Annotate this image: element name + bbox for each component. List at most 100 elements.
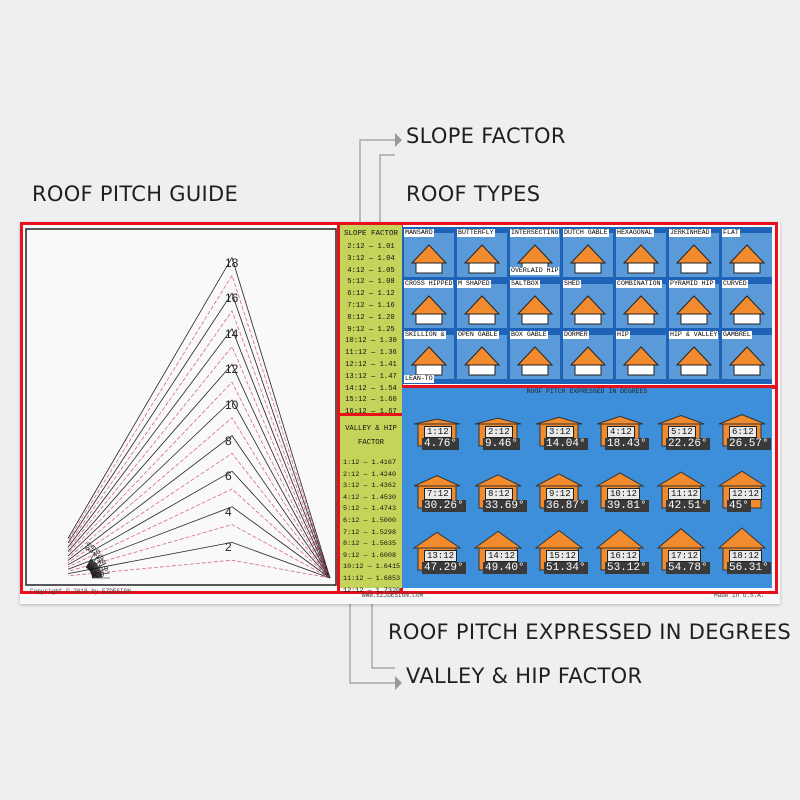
roof-type-tile	[616, 335, 666, 379]
roof-icon	[516, 346, 554, 376]
angle-tick	[89, 564, 98, 572]
roof-type-tile	[722, 233, 772, 277]
valley-hip-row: 4:12 — 1.4530	[343, 493, 397, 502]
roof-pitch-degrees-callout: ROOF PITCH EXPRESSED IN DEGREES	[388, 620, 791, 644]
slope-factor-row: 2:12 — 1.01	[347, 243, 395, 251]
pitch-degree-label: 4.76°	[422, 438, 460, 450]
slope-factor-row: 5:12 — 1.08	[347, 278, 395, 287]
pitch-ratio-label: 7:12	[424, 488, 452, 500]
roof-icon	[569, 295, 607, 325]
roof-type-label: BOX GABLE	[510, 331, 548, 339]
pitch-degree-label: 36.87°	[544, 500, 588, 512]
slope-factor-panel: SLOPE FACTOR 2:12 — 1.01 3:12 — 1.04 4:12 …	[340, 225, 402, 440]
roof-icon	[728, 346, 766, 376]
pitch-line	[67, 363, 331, 579]
pitch-line	[67, 310, 331, 579]
pitch-ratio-label: 8:12	[485, 488, 513, 500]
pitch-degree-label: 39.81°	[605, 500, 649, 512]
angle-tick	[86, 560, 94, 569]
roof-type-label: SALTBOX	[510, 280, 540, 288]
angle-tick	[91, 567, 109, 575]
angle-tick	[86, 559, 93, 569]
pitch-line	[67, 524, 331, 579]
angle-tick	[91, 571, 102, 575]
roof-type-label: OVERLAID HIP	[510, 267, 560, 275]
slope-factor-row: 10:12 — 1.30	[345, 337, 397, 346]
slope-factor-row: 14:12 — 1.54	[345, 384, 397, 393]
roof-type-label: LEAN-TO	[404, 375, 434, 383]
slope-factor-row: 4:12 — 1.05	[347, 266, 395, 275]
angle-tick	[86, 559, 92, 568]
pitch-ratio-label: 11:12	[668, 488, 702, 500]
slope-factor-row: 6:12 — 1.12	[347, 290, 395, 299]
roof-icon	[622, 346, 660, 376]
angle-tick	[87, 554, 100, 570]
angle-tick	[87, 560, 94, 569]
roof-type-label: GAMBREL	[722, 331, 752, 339]
angle-tick	[90, 562, 107, 573]
valley-hip-row: 5:12 — 1.4743	[343, 505, 397, 514]
roof-type-tile	[457, 284, 507, 328]
angle-number: 0	[100, 572, 105, 580]
pitch-ratio-label: 9:12	[546, 488, 574, 500]
pitch-number: 18	[225, 255, 239, 270]
pitch-degree-label: 18.43°	[605, 438, 649, 450]
pitch-degree-label: 26.57°	[727, 438, 771, 450]
pitch-ratio-label: 3:12	[546, 426, 574, 438]
valley-hip-row: 12:12 — 1.7320	[343, 586, 401, 595]
roof-icon	[728, 244, 766, 274]
valley-hip-row: 3:12 — 1.4362	[343, 482, 397, 491]
pitch-degree-label: 54.78°	[666, 562, 710, 574]
pitch-line	[67, 506, 331, 579]
roof-icon	[463, 295, 501, 325]
pitch-line	[67, 381, 331, 579]
valley-hip-title: VALLEY & HIP	[345, 425, 397, 433]
slope-factor-row: 3:12 — 1.04	[347, 254, 395, 263]
angle-tick	[90, 568, 100, 574]
roof-type-tile	[404, 233, 454, 277]
pitch-line	[67, 256, 331, 579]
slope-factor-title: SLOPE FACTOR	[343, 230, 398, 238]
slope-factor-row: 15:12 — 1.60	[345, 396, 397, 405]
pitch-line	[67, 488, 331, 579]
angle-tick	[88, 562, 97, 570]
valley-hip-title-2: FACTOR	[358, 439, 384, 447]
pitch-number: 16	[225, 291, 239, 306]
pitch-number: 2	[225, 540, 232, 555]
roof-types-panel: MANSARD BUTTERFLY INTERSECTING DUTCH GAB…	[402, 227, 772, 384]
pitch-degree-label: 42.51°	[666, 500, 710, 512]
roof-type-label: COMBINATION	[616, 280, 662, 288]
slope-factor-row: 11:12 — 1.36	[345, 349, 397, 358]
pitch-line	[67, 399, 331, 579]
pitch-line	[67, 541, 331, 579]
slope-factor-row: 7:12 — 1.16	[347, 301, 395, 310]
pitch-ratio-label: 18:12	[729, 550, 763, 562]
roof-icon	[675, 346, 713, 376]
angle-tick	[91, 570, 102, 575]
pitch-ratio-label: 14:12	[485, 550, 519, 562]
valley-hip-row: 7:12 — 1.5298	[343, 528, 397, 537]
angle-tick	[91, 575, 102, 578]
roof-type-tile	[563, 335, 613, 379]
roof-icon	[569, 244, 607, 274]
pitch-number: 8	[225, 433, 232, 448]
roof-type-tile	[616, 233, 666, 277]
roof-types-callout: ROOF TYPES	[406, 182, 541, 206]
pitch-degree-label: 33.69°	[483, 500, 527, 512]
roof-icon	[622, 244, 660, 274]
pitch-ratio-label: 6:12	[729, 426, 757, 438]
roof-type-label: INTERSECTING	[510, 229, 560, 237]
roof-type-label: CROSS HIPPED	[404, 280, 454, 288]
roof-type-tile	[669, 335, 719, 379]
angle-tick	[91, 574, 102, 577]
pitch-degree-label: 51.34°	[544, 562, 588, 574]
angle-tick	[90, 566, 99, 572]
pitch-number: 4	[225, 504, 232, 519]
pitch-line	[67, 327, 331, 579]
slope-factor-row: 13:12 — 1.47	[345, 372, 397, 381]
pitch-ratio-label: 13:12	[424, 550, 458, 562]
valley-hip-row: 2:12 — 1.4240	[343, 470, 397, 479]
